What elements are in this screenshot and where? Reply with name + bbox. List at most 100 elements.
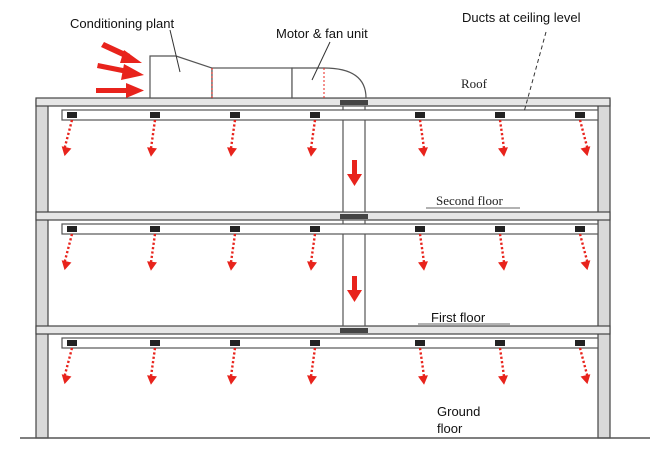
label-motor-fan: Motor & fan unit — [276, 26, 368, 41]
label-second-floor: Second floor — [436, 193, 503, 208]
airflow-line — [418, 347, 426, 377]
airflow-line — [149, 119, 157, 149]
airflow-line — [578, 119, 589, 149]
diffuser — [150, 112, 160, 118]
airflow-line — [498, 119, 506, 149]
diffuser — [67, 226, 77, 232]
airflow-arrowhead — [147, 147, 157, 157]
second-floor-slab — [35, 211, 611, 221]
airflow-line — [309, 233, 317, 263]
intake-arrow-2 — [97, 63, 144, 80]
airflow-arrowhead — [418, 375, 428, 385]
airflow-line — [63, 233, 74, 263]
shaft-collar-second — [340, 214, 368, 219]
label-roof: Roof — [461, 76, 488, 91]
roof-slab — [35, 97, 611, 107]
airflow-line — [418, 233, 426, 263]
duct-second-floor — [61, 223, 599, 235]
intake-arrow-3 — [96, 83, 144, 98]
airflow-arrowhead — [498, 147, 508, 157]
diffuser — [150, 226, 160, 232]
building-structure — [20, 97, 650, 439]
airflow-arrowhead — [61, 146, 72, 157]
airflow-arrowhead — [307, 147, 317, 157]
airflow-arrowhead — [418, 261, 428, 271]
airflow-line — [63, 119, 74, 149]
airflow-line — [309, 119, 317, 149]
diffuser — [230, 226, 240, 232]
airflow-line — [498, 233, 506, 263]
diffuser — [150, 340, 160, 346]
diffuser — [495, 226, 505, 232]
airflow-line — [418, 119, 426, 149]
airflow-arrowhead — [580, 260, 591, 271]
diffuser — [495, 112, 505, 118]
leader-lines — [169, 29, 547, 113]
airflow-line — [309, 347, 317, 377]
shaft-upper — [342, 105, 366, 213]
airflow-arrowhead — [307, 261, 317, 271]
diffuser — [495, 340, 505, 346]
airflow-line — [498, 347, 506, 377]
airflow-arrowhead — [147, 261, 157, 271]
airflow-line — [149, 233, 157, 263]
diffuser — [575, 112, 585, 118]
shaft-lower — [342, 219, 366, 327]
airflow-arrowhead — [61, 260, 72, 271]
leader-motor-fan — [311, 41, 331, 81]
duct-top-floor — [61, 109, 599, 121]
rooftop-plant — [149, 55, 367, 99]
airflow-arrowhead — [227, 147, 237, 157]
shaft-flow-arrow-lower — [347, 276, 362, 302]
label-conditioning-plant: Conditioning plant — [70, 16, 174, 31]
airflow-arrowhead — [498, 261, 508, 271]
airflow-line — [229, 347, 237, 377]
first-floor-slab — [35, 325, 611, 335]
intake-arrows — [96, 42, 144, 98]
conditioning-plant-box — [149, 55, 213, 99]
airflow-line — [229, 233, 237, 263]
airflow-arrowhead — [580, 146, 591, 157]
diffuser — [67, 340, 77, 346]
label-first-floor: First floor — [431, 310, 486, 325]
label-ground-floor-line1: Ground — [437, 404, 480, 419]
supply-shaft — [340, 100, 368, 333]
airflow-arrowhead — [227, 375, 237, 385]
diffuser — [415, 340, 425, 346]
connecting-duct — [211, 67, 293, 99]
ceiling-ducts — [61, 109, 599, 349]
intake-arrow-1 — [101, 42, 142, 63]
airflow-line — [578, 233, 589, 263]
airflow-arrowhead — [418, 147, 428, 157]
airflow-line — [578, 347, 589, 377]
diffuser — [575, 340, 585, 346]
airflow-arrowhead — [307, 375, 317, 385]
left-wall — [35, 99, 49, 439]
airflow-arrowhead — [147, 375, 157, 385]
diffuser — [310, 340, 320, 346]
duct-first-floor — [61, 337, 599, 349]
right-wall — [597, 99, 611, 439]
diffuser — [67, 112, 77, 118]
diffuser — [415, 226, 425, 232]
airflow-arrowhead — [498, 375, 508, 385]
label-ducts: Ducts at ceiling level — [462, 10, 581, 25]
airflow-line — [149, 347, 157, 377]
airflow-line — [229, 119, 237, 149]
diffuser — [230, 340, 240, 346]
diffuser — [310, 112, 320, 118]
motor-fan-unit — [291, 67, 367, 99]
airflow-arrowhead — [227, 261, 237, 271]
diffuser — [230, 112, 240, 118]
leader-conditioning-plant — [169, 29, 181, 73]
shaft-collar-roof — [340, 100, 368, 105]
airflow-arrowhead — [61, 374, 72, 385]
label-ground-floor-line2: floor — [437, 421, 463, 436]
airflow-line — [63, 347, 74, 377]
diffuser — [575, 226, 585, 232]
shaft-flow-arrow-upper — [347, 160, 362, 186]
diffuser — [415, 112, 425, 118]
diffuser — [310, 226, 320, 232]
air-outlets — [61, 112, 591, 385]
